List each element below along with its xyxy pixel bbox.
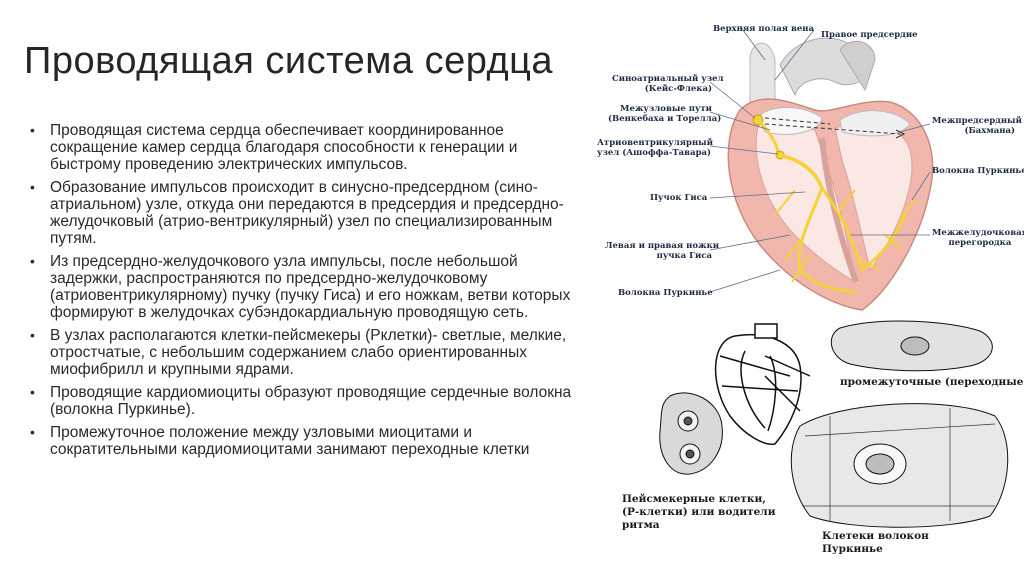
bullet-text: Промежуточное положение между узловыми м…: [50, 424, 530, 458]
bullet-item: • Образование импульсов происходит в сину…: [30, 179, 590, 247]
bullet-item: • Проводящие кардиомиоциты образуют прово…: [30, 384, 590, 418]
bullet-marker: •: [30, 179, 35, 195]
bullet-text: Образование импульсов происходит в синус…: [50, 179, 564, 247]
heart-diagram: [709, 25, 934, 311]
label-septum: Межжелудочковая перегородка: [932, 228, 1024, 248]
slide-title: Проводящая система сердца: [24, 40, 554, 82]
bullet-marker: •: [30, 327, 35, 343]
bullet-text: Проводящие кардиомиоциты образуют провод…: [50, 384, 572, 418]
label-av-node: Атриовентрикулярный узел (Ашоффа-Тавара): [597, 138, 713, 158]
bullet-text: Проводящая система сердца обеспечивает к…: [50, 122, 518, 173]
bullet-text: Из предсердно-желудочкового узла импульс…: [50, 253, 571, 321]
bullet-item: • Проводящая система сердца обеспечивает …: [30, 122, 590, 173]
label-sa-node: Синоатриальный узел (Кейс-Флека): [612, 74, 724, 94]
label-superior-vena-cava: Верхняя полая вена: [713, 24, 815, 34]
bullet-list: • Проводящая система сердца обеспечивает …: [30, 122, 590, 464]
label-internodal-paths: Межузловые пути (Венкебаха и Торелла): [608, 104, 722, 124]
cells-diagram: [659, 320, 1009, 528]
label-his-bundle: Пучок Гиса: [650, 193, 708, 203]
label-right-atrium: Правое предсердие: [821, 30, 918, 40]
label-purkinje-right: Волокна Пуркинье: [932, 166, 1024, 176]
label-purkinje-left: Волокна Пуркинье: [618, 288, 713, 298]
bullet-marker: •: [30, 253, 35, 269]
caption-pacemaker-cells: Пейсмекерные клетки, (Р-клетки) или води…: [622, 493, 776, 531]
caption-purkinje-cells: Клетеки волокон Пуркинье: [822, 530, 929, 555]
bullet-marker: •: [30, 384, 35, 400]
bullet-item: • Из предсердно-желудочкового узла импуль…: [30, 253, 590, 321]
label-interatrial-path: Межпредсердный путь (Бахмана): [932, 116, 1022, 136]
bullet-marker: •: [30, 424, 35, 440]
caption-transitional-cells: промежуточные (переходные): [840, 376, 1024, 388]
label-bundle-branches: Левая и правая ножки пучка Гиса: [605, 241, 720, 261]
bullet-text: В узлах располагаются клетки-пейсмекеры …: [50, 327, 567, 378]
bullet-marker: •: [30, 122, 35, 138]
bullet-item: • В узлах располагаются клетки-пейсмекеры…: [30, 327, 590, 378]
bullet-item: • Промежуточное положение между узловыми …: [30, 424, 590, 458]
